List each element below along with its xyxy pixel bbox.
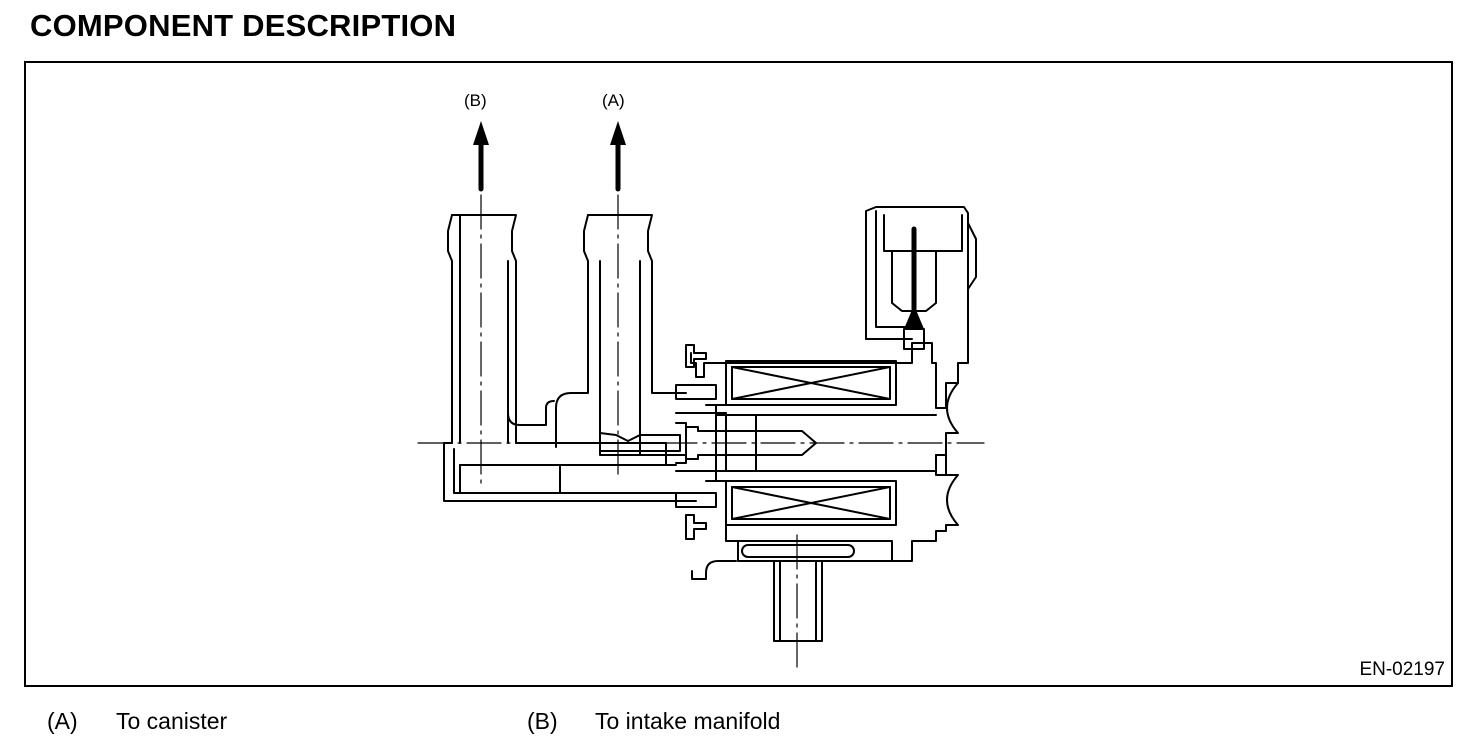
solenoid-body <box>675 342 959 562</box>
diagram-frame: (B) (A) EN-02197 <box>24 61 1453 687</box>
port-a-arrow <box>610 121 626 192</box>
port-b-nozzle <box>447 214 517 444</box>
port-b-arrow <box>473 121 489 192</box>
legend-text-a: To canister <box>116 708 228 734</box>
bottom-mount <box>691 524 893 642</box>
legend: (A) To canister (B) To intake manifold <box>0 708 1472 742</box>
connector-terminal-arrow <box>903 226 925 350</box>
legend-key-b: (B) <box>527 708 558 734</box>
port-a-nozzle <box>555 214 687 448</box>
legend-key-a: (A) <box>47 708 78 734</box>
callout-label-b: (B) <box>464 91 487 110</box>
callout-label-a: (A) <box>602 91 625 110</box>
valve-plunger <box>599 412 817 472</box>
electrical-connector <box>865 206 977 384</box>
legend-text-b: To intake manifold <box>595 708 781 734</box>
figure-code: EN-02197 <box>1359 659 1445 680</box>
housing-bridge <box>507 302 555 426</box>
center-lines <box>417 194 985 672</box>
solenoid-valve-diagram <box>417 121 985 672</box>
page-title: COMPONENT DESCRIPTION <box>30 8 457 43</box>
